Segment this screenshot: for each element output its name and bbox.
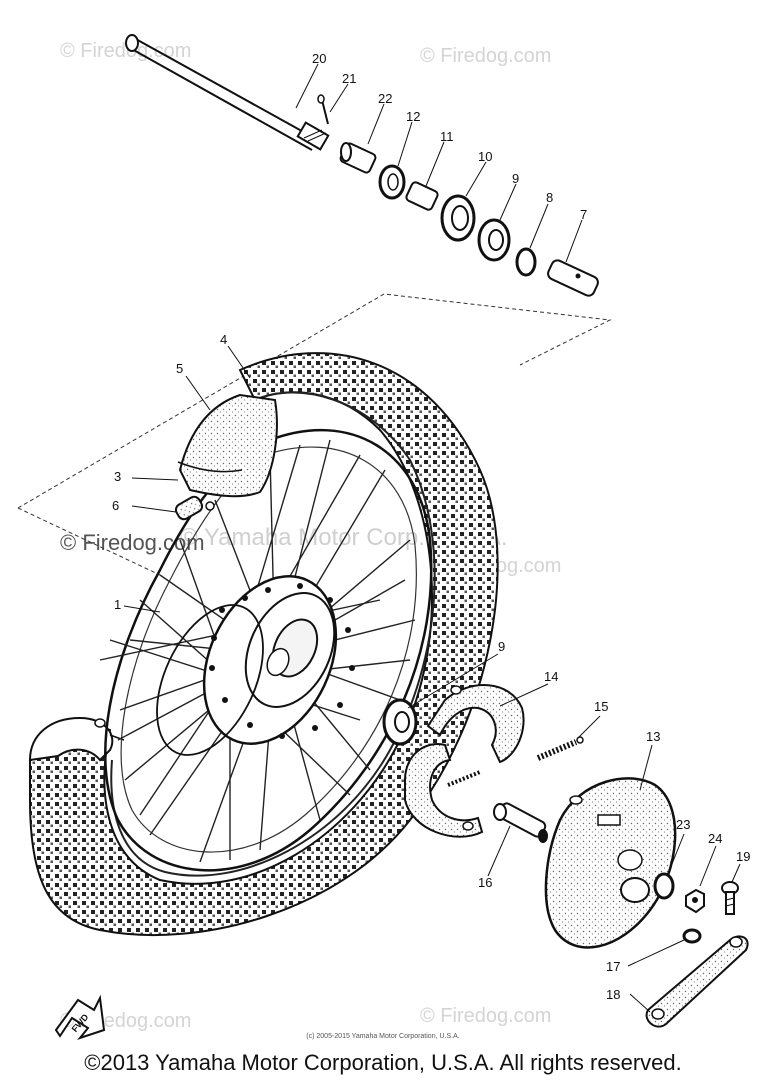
inner-tube: [177, 393, 278, 498]
callout-17: 17: [606, 959, 621, 974]
bearing-9: [477, 218, 511, 262]
copyright-notice: ©2013 Yamaha Motor Corporation, U.S.A. A…: [84, 1050, 682, 1075]
watermark-firedog: © Firedog.com: [60, 40, 192, 62]
callout-5: 5: [176, 361, 184, 376]
brake-camshaft: [493, 802, 548, 843]
callout-10: 10: [478, 149, 493, 164]
return-spring: [536, 736, 584, 761]
axle-spacer-7: [547, 259, 599, 297]
washer-23: [653, 872, 675, 900]
callout-3: 3: [114, 469, 122, 484]
circlip-8: [515, 247, 537, 277]
rim: [104, 428, 433, 872]
callout-12: 12: [406, 109, 421, 124]
bolt-19: [721, 881, 739, 915]
callout-16: 16: [478, 875, 493, 890]
nut-24: [685, 888, 705, 914]
callout-24: 24: [708, 831, 723, 846]
forward-arrow-icon: FWD: [54, 994, 106, 1041]
callout-4: 4: [220, 332, 228, 347]
callout-15: 15: [594, 699, 609, 714]
callout-8: 8: [546, 190, 554, 205]
watermark-firedog: © Firedog.com: [420, 45, 552, 67]
small-copyright: (c) 2005-2015 Yamaha Motor Corporation, …: [306, 1033, 460, 1040]
cotter-pin: [317, 94, 329, 125]
brake-cam-lever: [645, 935, 749, 1028]
callout-11: 11: [440, 129, 454, 144]
hub-bearing-9: [382, 698, 418, 746]
leader-lines: [123, 63, 741, 1013]
watermark-firedog: © Firedog.com: [420, 1005, 552, 1027]
hub: [156, 575, 355, 756]
callout-14: 14: [544, 669, 559, 684]
callout-19: 19: [736, 849, 751, 864]
brake-shoe-plate: [544, 777, 677, 949]
spacer-11: [405, 181, 439, 211]
axle-collar: [339, 142, 377, 174]
callout-21: 21: [342, 71, 357, 86]
front-axle: [125, 34, 330, 151]
oil-seal-12: [378, 164, 406, 200]
callout-1: 1: [114, 597, 122, 612]
callout-13: 13: [646, 729, 661, 744]
callout-9: 9: [512, 171, 520, 186]
callout-23: 23: [676, 817, 691, 832]
callout-9: 9: [498, 639, 506, 654]
washer-17: [682, 928, 702, 944]
callout-6: 6: [112, 498, 120, 513]
callout-7: 7: [580, 207, 588, 222]
brake-shoes: [404, 684, 525, 838]
callout-18: 18: [606, 987, 621, 1002]
valve-stem: [174, 495, 215, 521]
callout-20: 20: [312, 51, 327, 66]
callout-22: 22: [378, 91, 393, 106]
bearing-10: [440, 194, 476, 242]
